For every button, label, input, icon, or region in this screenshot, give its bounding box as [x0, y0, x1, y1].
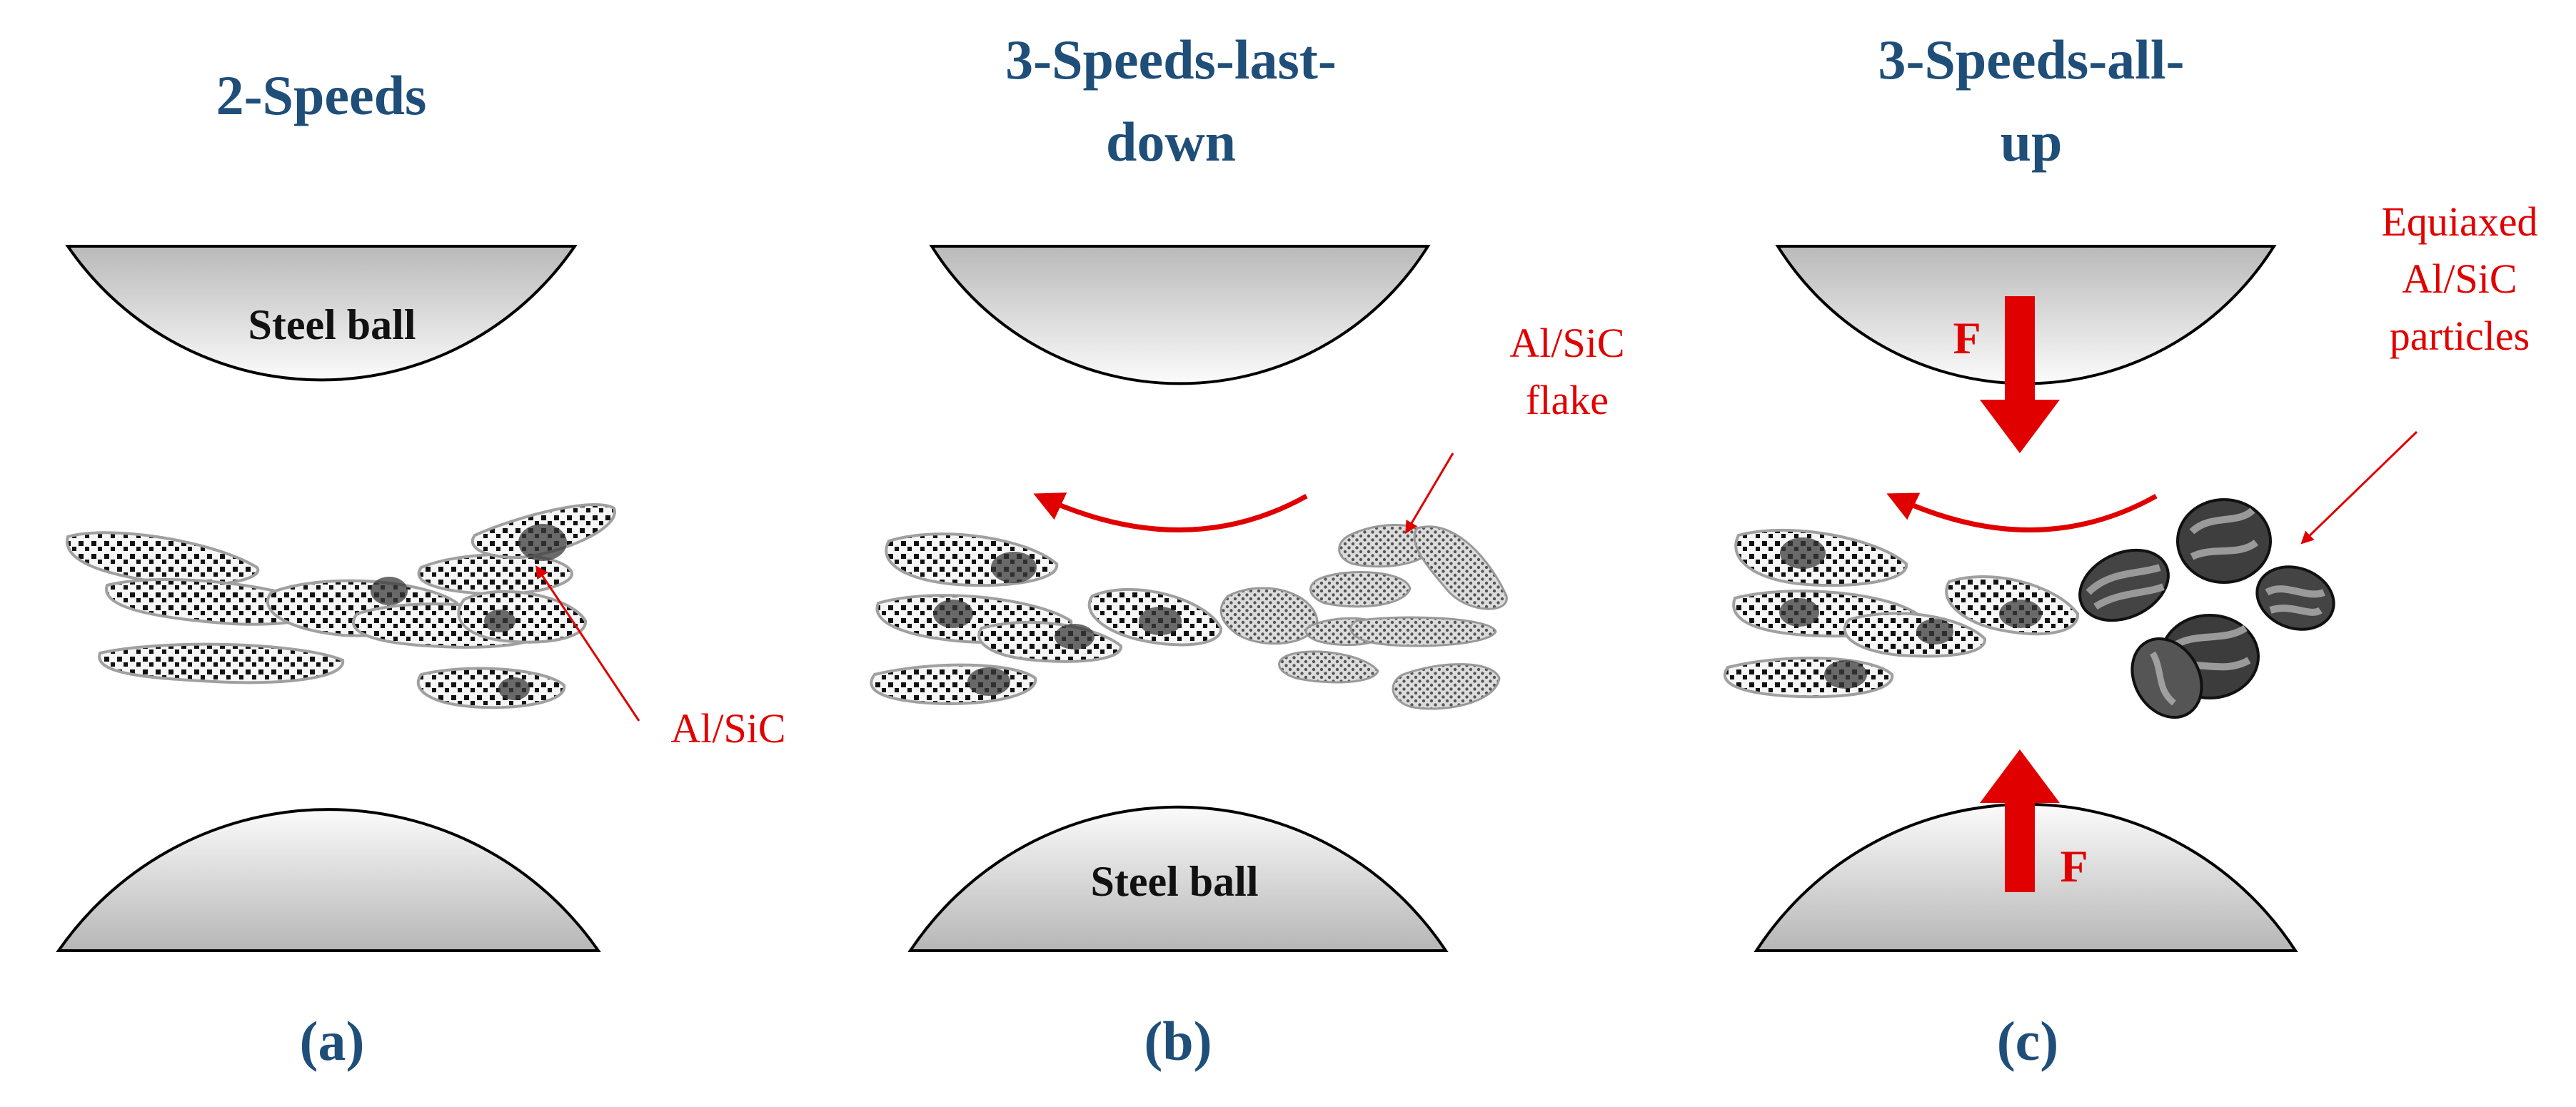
panel-a: 2-Speeds Steel ball Al/SiC (a)	[56, 64, 786, 1072]
al-sic-flake-label-line1: Al/SiC	[1509, 320, 1624, 366]
steel-ball-label: Steel ball	[248, 301, 416, 348]
bottom-steel-ball	[56, 808, 601, 952]
al-sic-pointer-arrow	[535, 565, 640, 722]
sic-clusters	[1779, 537, 2042, 689]
particle	[2176, 498, 2272, 584]
particle	[2078, 548, 2170, 622]
panel-c-title-line1: 3-Speeds-all-	[1878, 29, 2185, 91]
equiaxed-label-line1: Equiaxed	[2381, 198, 2537, 245]
top-steel-ball	[65, 245, 578, 382]
panel-a-title: 2-Speeds	[216, 64, 427, 126]
equiaxed-pointer-arrow	[2300, 430, 2418, 545]
equiaxed-label-line2: Al/SiC	[2402, 256, 2517, 302]
panel-c: 3-Speeds-all- up F F	[1723, 29, 2538, 1072]
force-arrow-down	[1980, 296, 2060, 453]
force-label-top: F	[1953, 313, 1981, 363]
panel-c-caption: (c)	[1997, 1010, 2059, 1072]
bottom-steel-ball	[907, 805, 1449, 952]
al-sic-flake-particles	[1219, 524, 1508, 710]
steel-ball-label: Steel ball	[1091, 858, 1259, 905]
al-sic-flake-pointer-arrow	[1405, 453, 1454, 535]
force-arrow-up	[1980, 749, 2060, 892]
equiaxed-label-line3: particles	[2390, 313, 2530, 359]
panel-c-title-line2: up	[2001, 111, 2063, 173]
panel-a-caption: (a)	[300, 1010, 365, 1072]
sic-clusters	[933, 552, 1182, 696]
sic-clusters	[371, 524, 567, 700]
force-label-bottom: F	[2060, 841, 2088, 891]
top-steel-ball	[929, 245, 1431, 385]
particle	[2130, 637, 2203, 719]
panel-b-title-line2: down	[1106, 111, 1236, 173]
rotation-arrow	[1886, 492, 2158, 532]
rotation-arrow	[1033, 492, 1308, 532]
panel-b-caption: (b)	[1144, 1010, 1212, 1072]
al-sic-label: Al/SiC	[670, 705, 785, 752]
al-sic-flake-label-line2: flake	[1526, 377, 1609, 423]
equiaxed-particles	[2078, 498, 2335, 719]
panel-b: 3-Speeds-last- down Steel ball	[870, 29, 1625, 1072]
panel-b-title-line1: 3-Speeds-last-	[1005, 29, 1337, 91]
particle	[2255, 565, 2335, 631]
